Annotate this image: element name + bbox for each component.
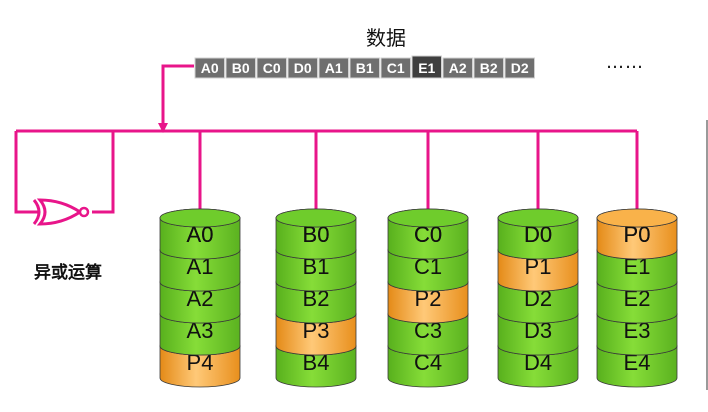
data-block-label: B2 bbox=[480, 60, 498, 76]
data-block-label: D2 bbox=[511, 60, 529, 76]
data-block: C0 bbox=[256, 57, 287, 79]
strip-to-bus-line bbox=[158, 64, 194, 133]
data-block-strip: A0 B0 C0 D0 A1 B1 C1 E1 A2 B2 D2 bbox=[194, 55, 535, 79]
data-block: D2 bbox=[504, 57, 535, 79]
disk-cell-label: C0 bbox=[414, 222, 442, 247]
data-block-label: D0 bbox=[294, 60, 312, 76]
data-bus bbox=[14, 64, 637, 214]
xor-gate-icon bbox=[32, 198, 90, 226]
data-block: B2 bbox=[473, 57, 504, 79]
xor-loop-line bbox=[14, 131, 40, 214]
data-block: C1 bbox=[380, 57, 411, 79]
data-block-label: A1 bbox=[325, 60, 343, 76]
data-block: B1 bbox=[349, 57, 380, 79]
data-block-label: B0 bbox=[232, 60, 250, 76]
data-block: B0 bbox=[225, 57, 256, 79]
xor-input-line bbox=[92, 131, 115, 214]
disk-arrows bbox=[195, 131, 642, 221]
data-block-label: C0 bbox=[263, 60, 281, 76]
disk-cell-label: A0 bbox=[187, 222, 214, 247]
disk-cell-label: D0 bbox=[524, 222, 552, 247]
data-block: A0 bbox=[194, 57, 225, 79]
data-block: D0 bbox=[287, 57, 318, 79]
data-block-label: B1 bbox=[356, 60, 374, 76]
data-block: A1 bbox=[318, 57, 349, 79]
disk-top-cap bbox=[159, 208, 241, 228]
disk-cell-label: P0 bbox=[624, 222, 651, 247]
right-divider bbox=[706, 120, 708, 390]
xor-operation-label: 异或运算 bbox=[34, 263, 102, 283]
data-title: 数据 bbox=[366, 26, 406, 50]
disk-cell-label: B0 bbox=[303, 222, 330, 247]
data-block: A2 bbox=[442, 57, 473, 79]
disk-top-cap bbox=[596, 208, 678, 228]
data-ellipsis: …… bbox=[606, 52, 644, 73]
disk-top-cap bbox=[275, 208, 357, 228]
data-block-label: A0 bbox=[201, 60, 219, 76]
data-block: E1 bbox=[411, 55, 442, 79]
disk-top-cap bbox=[387, 208, 469, 228]
data-block-label: E1 bbox=[418, 60, 435, 76]
data-block-label: C1 bbox=[387, 60, 405, 76]
data-block-label: A2 bbox=[449, 60, 467, 76]
disk-top-cap bbox=[497, 208, 579, 228]
